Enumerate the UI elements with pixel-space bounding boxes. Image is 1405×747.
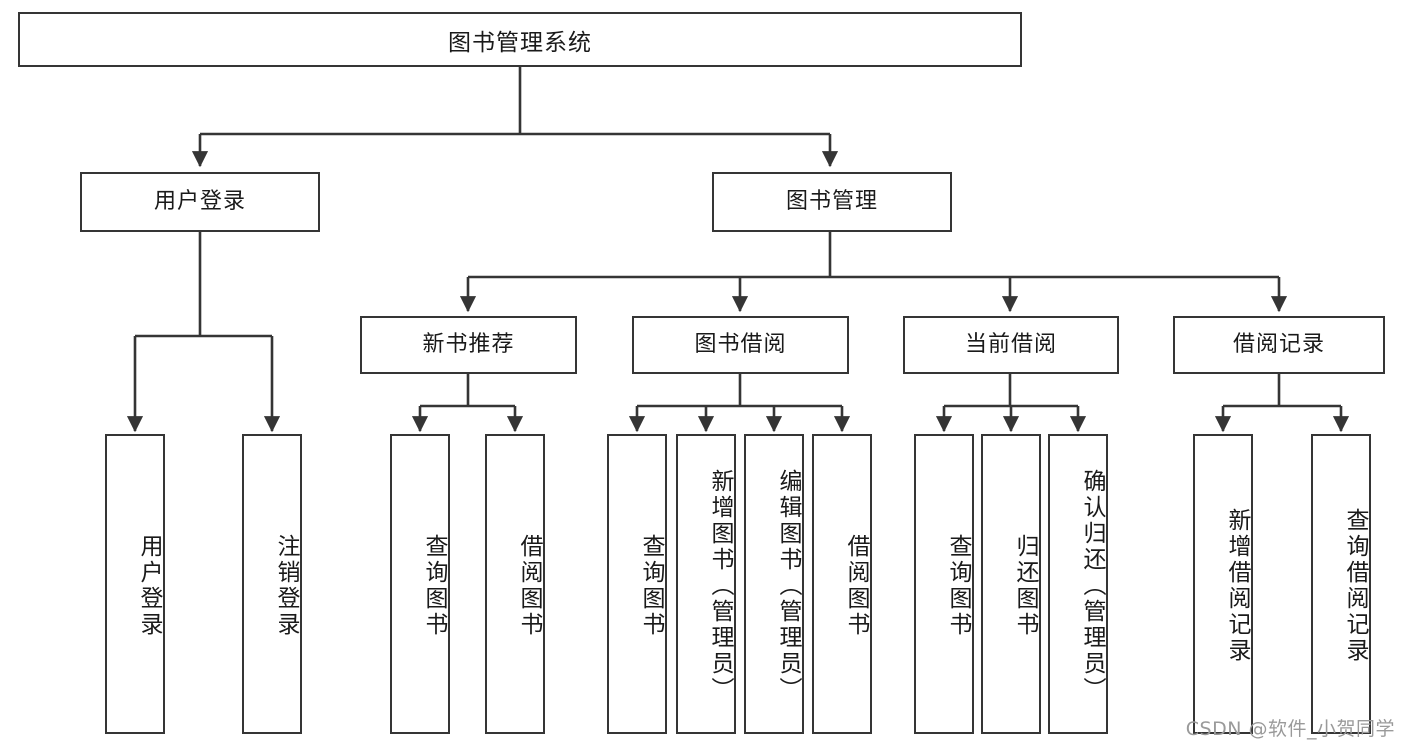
- node-leaf-query-record[interactable]: 查询借阅记录: [1311, 434, 1371, 734]
- node-leaf-return-book[interactable]: 归还图书: [981, 434, 1041, 734]
- node-leaf-edit-book[interactable]: 编辑图书（管理员）: [744, 434, 804, 734]
- node-leaf-query-book-3[interactable]: 查询图书: [914, 434, 974, 734]
- node-borrow-record-label: 借阅记录: [1232, 331, 1325, 357]
- node-new-book-rec[interactable]: 新书推荐: [360, 316, 577, 374]
- node-new-book-rec-label: 新书推荐: [422, 331, 515, 357]
- node-leaf-edit-book-label: 编辑图书（管理员）: [775, 469, 801, 703]
- node-leaf-query-book-1[interactable]: 查询图书: [390, 434, 450, 734]
- node-borrow-record[interactable]: 借阅记录: [1173, 316, 1385, 374]
- node-book-borrow[interactable]: 图书借阅: [632, 316, 849, 374]
- node-book-manage-label: 图书管理: [785, 188, 878, 214]
- node-leaf-add-book[interactable]: 新增图书（管理员）: [676, 434, 736, 734]
- node-user-login[interactable]: 用户登录: [80, 172, 320, 232]
- node-leaf-add-book-label: 新增图书（管理员）: [707, 469, 733, 703]
- node-leaf-borrow-book-2-label: 借阅图书: [843, 534, 869, 638]
- node-leaf-user-logout[interactable]: 注销登录: [242, 434, 302, 734]
- node-leaf-return-book-label: 归还图书: [1012, 534, 1038, 638]
- node-leaf-query-book-2[interactable]: 查询图书: [607, 434, 667, 734]
- node-book-manage[interactable]: 图书管理: [712, 172, 952, 232]
- watermark-text: CSDN @软件_小贺同学: [1185, 718, 1395, 740]
- node-leaf-add-record[interactable]: 新增借阅记录: [1193, 434, 1253, 734]
- node-root[interactable]: 图书管理系统: [18, 12, 1022, 67]
- node-leaf-add-record-label: 新增借阅记录: [1224, 508, 1250, 664]
- node-leaf-borrow-book-1[interactable]: 借阅图书: [485, 434, 545, 734]
- node-book-borrow-label: 图书借阅: [694, 331, 787, 357]
- node-current-borrow[interactable]: 当前借阅: [903, 316, 1119, 374]
- node-root-label: 图书管理系统: [448, 29, 592, 56]
- node-current-borrow-label: 当前借阅: [964, 331, 1057, 357]
- node-leaf-borrow-book-2[interactable]: 借阅图书: [812, 434, 872, 734]
- node-leaf-borrow-book-1-label: 借阅图书: [516, 534, 542, 638]
- node-leaf-query-book-2-label: 查询图书: [638, 534, 664, 638]
- node-leaf-confirm-return[interactable]: 确认归还（管理员）: [1048, 434, 1108, 734]
- node-leaf-user-login-label: 用户登录: [136, 534, 162, 638]
- node-leaf-query-book-3-label: 查询图书: [945, 534, 971, 638]
- node-leaf-user-login[interactable]: 用户登录: [105, 434, 165, 734]
- node-leaf-confirm-return-label: 确认归还（管理员）: [1079, 469, 1105, 703]
- node-leaf-user-logout-label: 注销登录: [273, 534, 299, 638]
- node-user-login-label: 用户登录: [153, 188, 246, 214]
- node-leaf-query-book-1-label: 查询图书: [421, 534, 447, 638]
- node-leaf-query-record-label: 查询借阅记录: [1342, 508, 1368, 664]
